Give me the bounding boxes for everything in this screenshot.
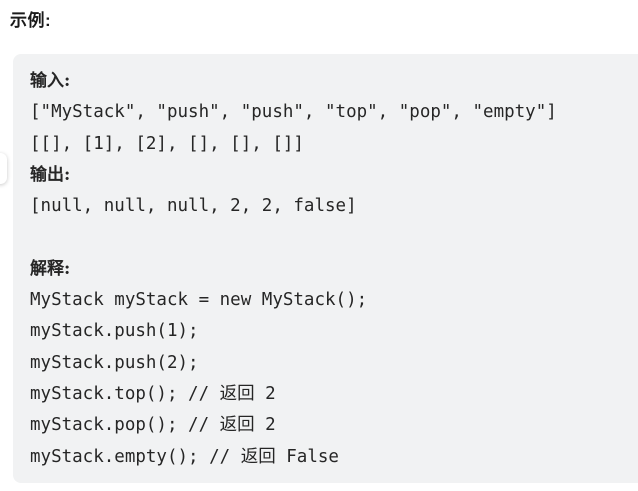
code-line: myStack.push(1); [30, 321, 199, 342]
code-line-label: 输出: [30, 164, 71, 185]
code-line: [[], [1], [2], [], [], []] [30, 133, 304, 154]
code-line: myStack.top(); // 返回 2 [30, 383, 276, 404]
left-edge-handle[interactable] [0, 153, 7, 184]
code-line: myStack.empty(); // 返回 False [30, 446, 339, 467]
code-line: myStack.push(2); [30, 352, 199, 373]
code-line: ["MyStack", "push", "push", "top", "pop"… [30, 102, 557, 123]
example-heading: 示例: [10, 11, 52, 30]
example-code-block: 输入: ["MyStack", "push", "push", "top", "p… [13, 54, 638, 483]
code-line [30, 222, 628, 253]
code-line: myStack.pop(); // 返回 2 [30, 415, 276, 436]
code-line-label: 解释: [30, 258, 71, 279]
code-line-label: 输入: [30, 71, 71, 91]
code-line: [null, null, null, 2, 2, false] [30, 196, 357, 217]
code-line: MyStack myStack = new MyStack(); [30, 290, 368, 311]
